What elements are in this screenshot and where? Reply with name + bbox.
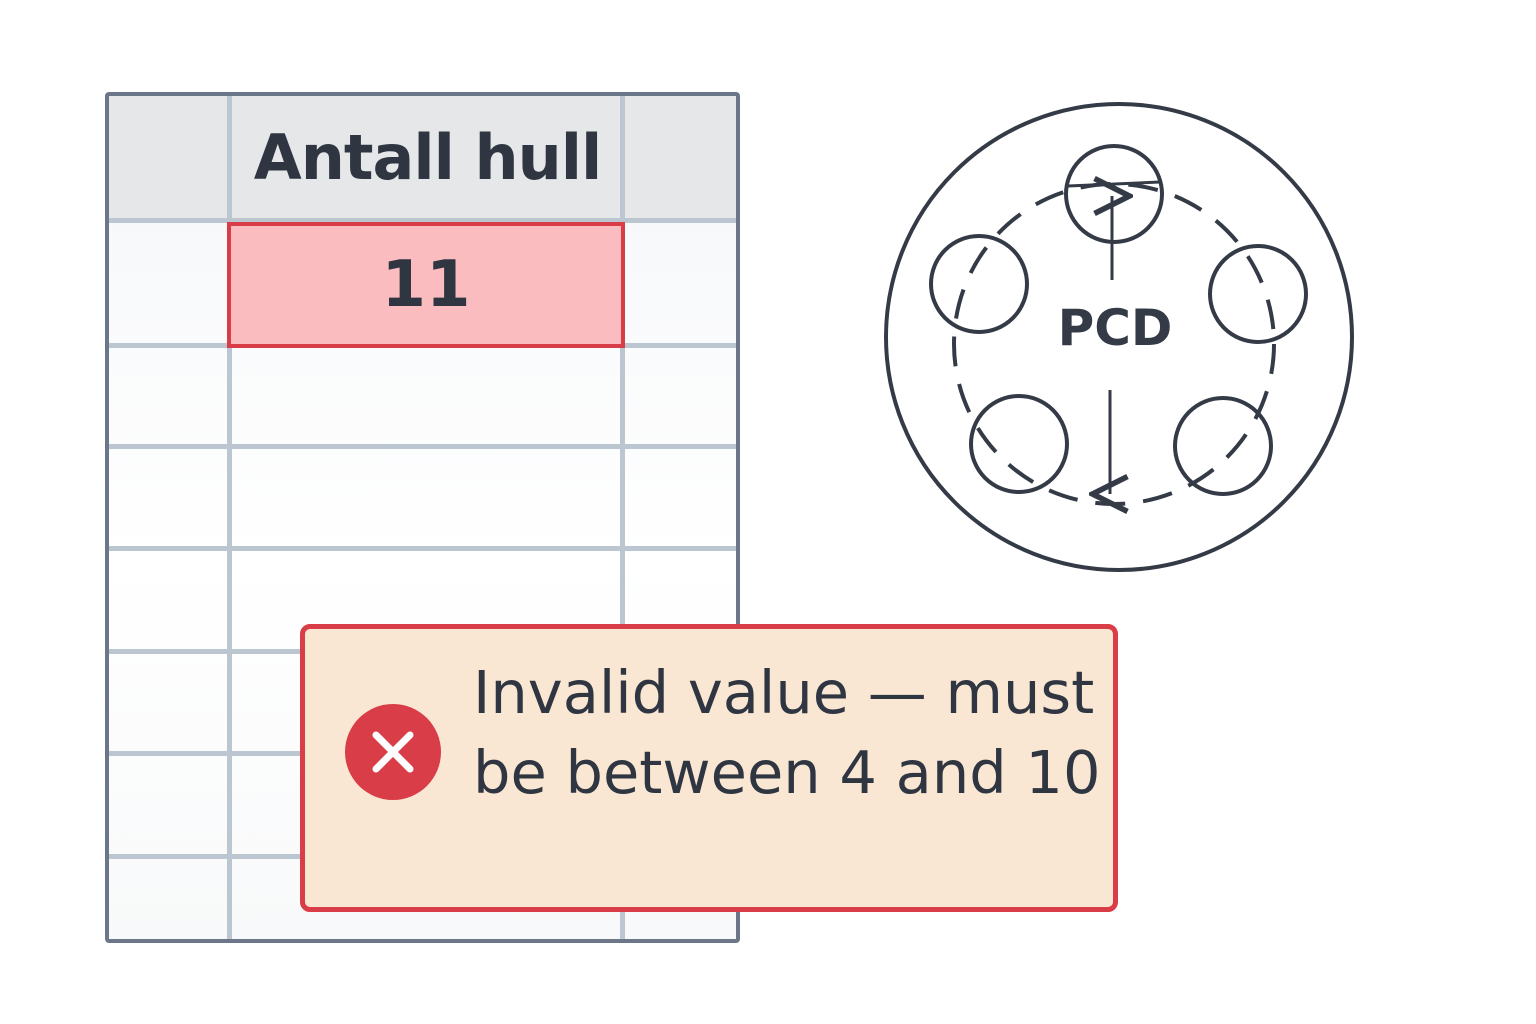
active-cell-invalid[interactable]: 11 bbox=[227, 222, 625, 348]
pcd-label: PCD bbox=[1058, 299, 1173, 357]
bolt-hole-icon bbox=[1064, 144, 1164, 244]
row-divider bbox=[109, 218, 736, 223]
error-message: Invalid value — must be between 4 and 10 bbox=[473, 658, 1101, 807]
row-divider bbox=[109, 444, 736, 449]
pcd-diagram: PCD bbox=[884, 102, 1354, 572]
flange-circle bbox=[884, 102, 1354, 572]
column-divider bbox=[620, 96, 625, 939]
error-tooltip: Invalid value — must be between 4 and 10 bbox=[300, 624, 1118, 912]
bolt-hole-icon bbox=[1208, 244, 1308, 344]
header-row bbox=[109, 96, 736, 218]
error-x-icon bbox=[345, 704, 441, 800]
bolt-hole-icon bbox=[929, 234, 1029, 334]
bolt-hole-icon bbox=[969, 394, 1069, 494]
spreadsheet: Antall hull 11 bbox=[105, 92, 740, 943]
row-divider bbox=[109, 546, 736, 551]
bolt-hole-icon bbox=[1173, 396, 1273, 496]
column-header-antall-hull[interactable]: Antall hull bbox=[253, 120, 602, 194]
column-divider bbox=[227, 96, 232, 939]
